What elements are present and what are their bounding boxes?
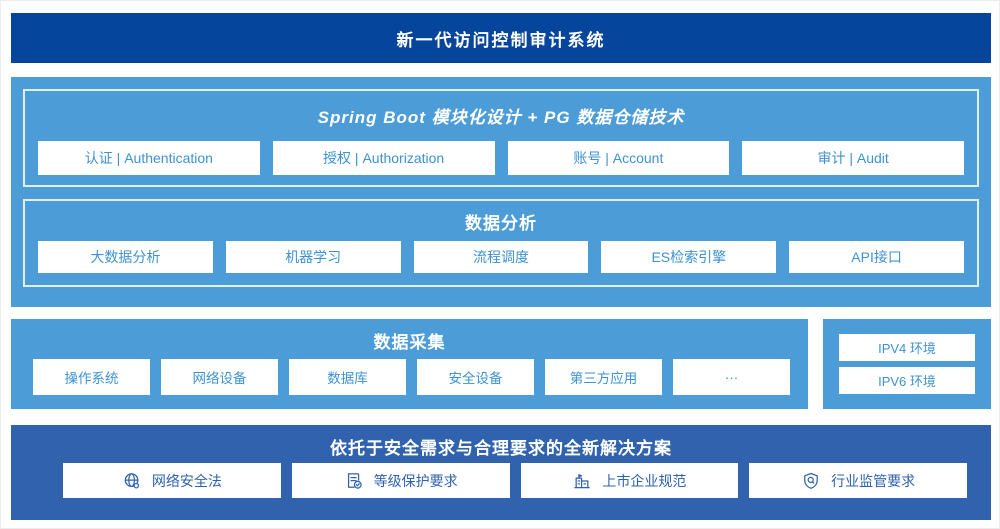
collection-box-more: ···	[673, 359, 790, 395]
solution-title: 依托于安全需求与合理要求的全新解决方案	[330, 439, 672, 458]
collection-box-database: 数据库	[289, 359, 406, 395]
analysis-box-bigdata: 大数据分析	[38, 241, 213, 273]
collection-box-os: 操作系统	[33, 359, 150, 395]
solution-box-label: 网络安全法	[151, 472, 222, 489]
diagram-title-bar: 新一代访问控制审计系统	[11, 13, 991, 63]
platform-section: Spring Boot 模块化设计 + PG 数据仓储技术 认证 | Authe…	[11, 77, 991, 307]
data-analysis-group-title: 数据分析	[465, 214, 537, 233]
analysis-box-es-search: ES检索引擎	[601, 241, 777, 273]
doc-check-icon	[344, 471, 364, 491]
collection-box-network-device: 网络设备	[161, 359, 278, 395]
shield-magnifier-icon	[801, 471, 821, 491]
module-box-authentication: 认证 | Authentication	[38, 141, 260, 175]
building-icon	[572, 471, 592, 491]
solution-box-label: 等级保护要求	[373, 472, 458, 489]
collection-box-security-device: 安全设备	[417, 359, 534, 395]
data-collection-title: 数据采集	[373, 333, 446, 352]
page-title: 新一代访问控制审计系统	[396, 30, 606, 50]
env-box-ipv6: IPV6 环境	[839, 367, 975, 394]
collection-box-third-party: 第三方应用	[545, 359, 662, 395]
analysis-box-api: API接口	[789, 241, 964, 273]
data-analysis-group: 数据分析 大数据分析 机器学习 流程调度 ES检索引擎 API接口	[23, 199, 979, 287]
solution-box-classified-protection: 等级保护要求	[291, 463, 510, 498]
module-box-account: 账号 | Account	[507, 141, 730, 175]
solution-box-label: 行业监管要求	[831, 472, 916, 489]
solution-box-listed-company: 上市企业规范	[520, 463, 739, 498]
collection-row: 操作系统 网络设备 数据库 安全设备 第三方应用 ···	[33, 359, 790, 395]
solution-row: 网络安全法 等级保护要求	[63, 463, 967, 498]
ip-environment-section: IPV4 环境 IPV6 环境	[823, 319, 991, 409]
analysis-row: 大数据分析 机器学习 流程调度 ES检索引擎 API接口	[38, 241, 964, 273]
analysis-box-workflow: 流程调度	[413, 241, 589, 273]
analysis-box-machine-learning: 机器学习	[225, 241, 401, 273]
spring-boot-group-title: Spring Boot 模块化设计 + PG 数据仓储技术	[317, 108, 685, 127]
solution-box-cybersecurity-law: 网络安全法	[63, 463, 281, 498]
solution-box-industry-regulation: 行业监管要求	[749, 463, 967, 498]
data-collection-section: 数据采集 操作系统 网络设备 数据库 安全设备 第三方应用 ···	[11, 319, 808, 409]
env-box-ipv4: IPV4 环境	[839, 334, 975, 361]
spring-boot-group: Spring Boot 模块化设计 + PG 数据仓储技术 认证 | Authe…	[23, 89, 979, 187]
solution-box-label: 上市企业规范	[602, 472, 687, 489]
globe-icon	[122, 471, 142, 491]
solution-section: 依托于安全需求与合理要求的全新解决方案 网络安全法	[11, 425, 991, 520]
module-row: 认证 | Authentication 授权 | Authorization 账…	[38, 141, 964, 175]
module-box-authorization: 授权 | Authorization	[272, 141, 495, 175]
module-box-audit: 审计 | Audit	[742, 141, 964, 175]
